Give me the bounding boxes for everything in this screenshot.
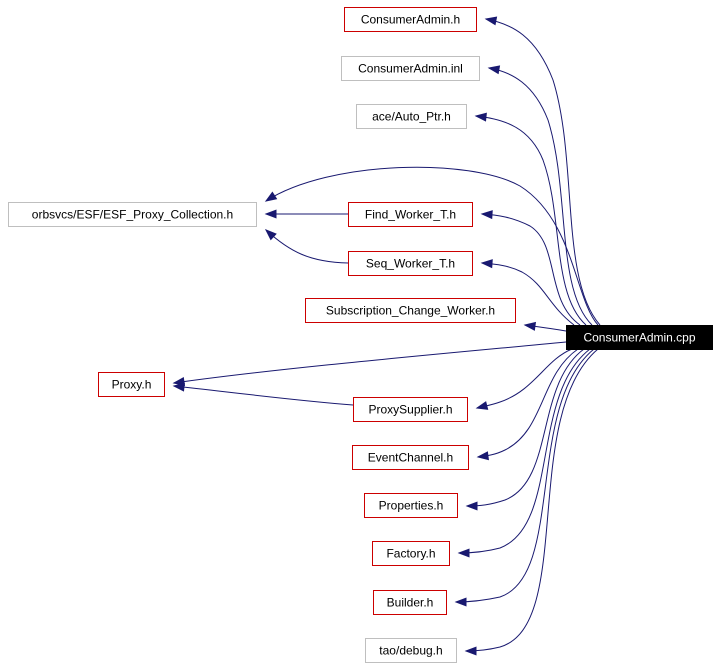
node-box [348,251,473,276]
edge-root-to-builder [454,348,595,607]
node-label: ConsumerAdmin.cpp [583,331,695,345]
edge-line [265,229,349,264]
edge-arrowhead [457,548,470,558]
edge-line [477,348,579,458]
edge-seq_worker-to-esf_collection [264,229,349,264]
edge-line [173,341,567,384]
node-proxy[interactable]: Proxy.h [98,372,165,397]
node-label: ProxySupplier.h [368,403,452,417]
edge-proxy_supplier-to-proxy [172,382,354,406]
edge-root-to-seq_worker [480,259,575,326]
node-label: Proxy.h [112,378,152,392]
edge-arrowhead [475,401,489,410]
node-box [365,638,457,663]
edge-arrowhead [484,16,498,26]
edge-root-to-sub_change [523,321,567,332]
edge-line [173,385,354,406]
node-factory[interactable]: Factory.h [372,541,450,566]
node-sub-change[interactable]: Subscription_Change_Worker.h [305,298,516,323]
edge-arrowhead [474,112,487,122]
node-seq-worker[interactable]: Seq_Worker_T.h [348,251,473,276]
node-box [305,298,516,323]
edge-arrowhead [523,321,537,331]
edge-root-to-consumeradmin_inl [487,65,593,326]
node-properties[interactable]: Properties.h [364,493,458,518]
node-box [566,325,713,350]
edge-arrowhead [264,229,277,241]
edge-root-to-proxy [172,341,567,387]
node-label: tao/debug.h [379,644,442,658]
edge-root-to-debug [464,348,599,656]
edge-root-to-consumeradmin_h [484,16,601,326]
node-proxy-supplier[interactable]: ProxySupplier.h [353,397,468,422]
node-label: Find_Worker_T.h [365,208,456,222]
edge-root-to-event_channel [476,348,579,461]
edge-line [455,348,595,603]
node-builder[interactable]: Builder.h [373,590,447,615]
node-label: ConsumerAdmin.h [361,13,460,27]
edge-root-to-properties [465,348,585,511]
node-auto-ptr[interactable]: ace/Auto_Ptr.h [356,104,467,129]
node-label: Seq_Worker_T.h [366,257,455,271]
node-label: Builder.h [387,596,434,610]
edge-find_worker-to-esf_collection [264,209,348,219]
node-label: Subscription_Change_Worker.h [326,304,495,318]
node-consumeradmin-h[interactable]: ConsumerAdmin.h [344,7,477,32]
edge-line [485,18,601,326]
node-box [353,397,468,422]
node-label: ConsumerAdmin.inl [358,62,463,76]
edges-layer [172,16,601,656]
node-box [348,202,473,227]
node-box [344,7,477,32]
node-box [352,445,469,470]
edge-arrowhead [465,501,478,511]
node-label: Properties.h [379,499,444,513]
edge-line [481,262,575,326]
edge-line [488,67,593,326]
edge-arrowhead [264,209,277,219]
edge-line [265,166,599,326]
node-debug[interactable]: tao/debug.h [365,638,457,663]
edge-line [466,348,585,507]
edge-arrowhead [172,382,185,392]
edge-arrowhead [464,646,477,656]
node-box [373,590,447,615]
node-label: orbsvcs/ESF/ESF_Proxy_Collection.h [32,208,233,222]
node-label: Factory.h [386,547,435,561]
node-box [98,372,165,397]
edge-line [458,348,591,554]
node-box [341,56,480,81]
edge-root-to-esf_collection [264,166,599,326]
edge-line [481,213,581,326]
edge-arrowhead [476,451,489,461]
edge-line [475,115,587,326]
edge-arrowhead [487,65,501,75]
edge-root-to-auto_ptr [474,112,587,326]
node-box [8,202,257,227]
node-box [372,541,450,566]
edge-root-to-proxy_supplier [475,348,573,410]
node-label: EventChannel.h [368,451,453,465]
edge-root-to-find_worker [480,210,581,326]
node-find-worker[interactable]: Find_Worker_T.h [348,202,473,227]
node-consumeradmin-inl[interactable]: ConsumerAdmin.inl [341,56,480,81]
edge-arrowhead [480,259,493,269]
edge-line [465,348,599,652]
node-esf-collection[interactable]: orbsvcs/ESF/ESF_Proxy_Collection.h [8,202,257,227]
node-box [356,104,467,129]
edge-arrowhead [454,597,467,607]
edge-arrowhead [480,210,493,220]
nodes-layer: ConsumerAdmin.cpp ConsumerAdmin.hConsumer… [8,7,713,663]
node-box [364,493,458,518]
edge-arrowhead [264,191,278,202]
edge-root-to-factory [457,348,591,558]
node-root[interactable]: ConsumerAdmin.cpp [566,325,713,350]
node-event-channel[interactable]: EventChannel.h [352,445,469,470]
node-label: ace/Auto_Ptr.h [372,110,451,124]
